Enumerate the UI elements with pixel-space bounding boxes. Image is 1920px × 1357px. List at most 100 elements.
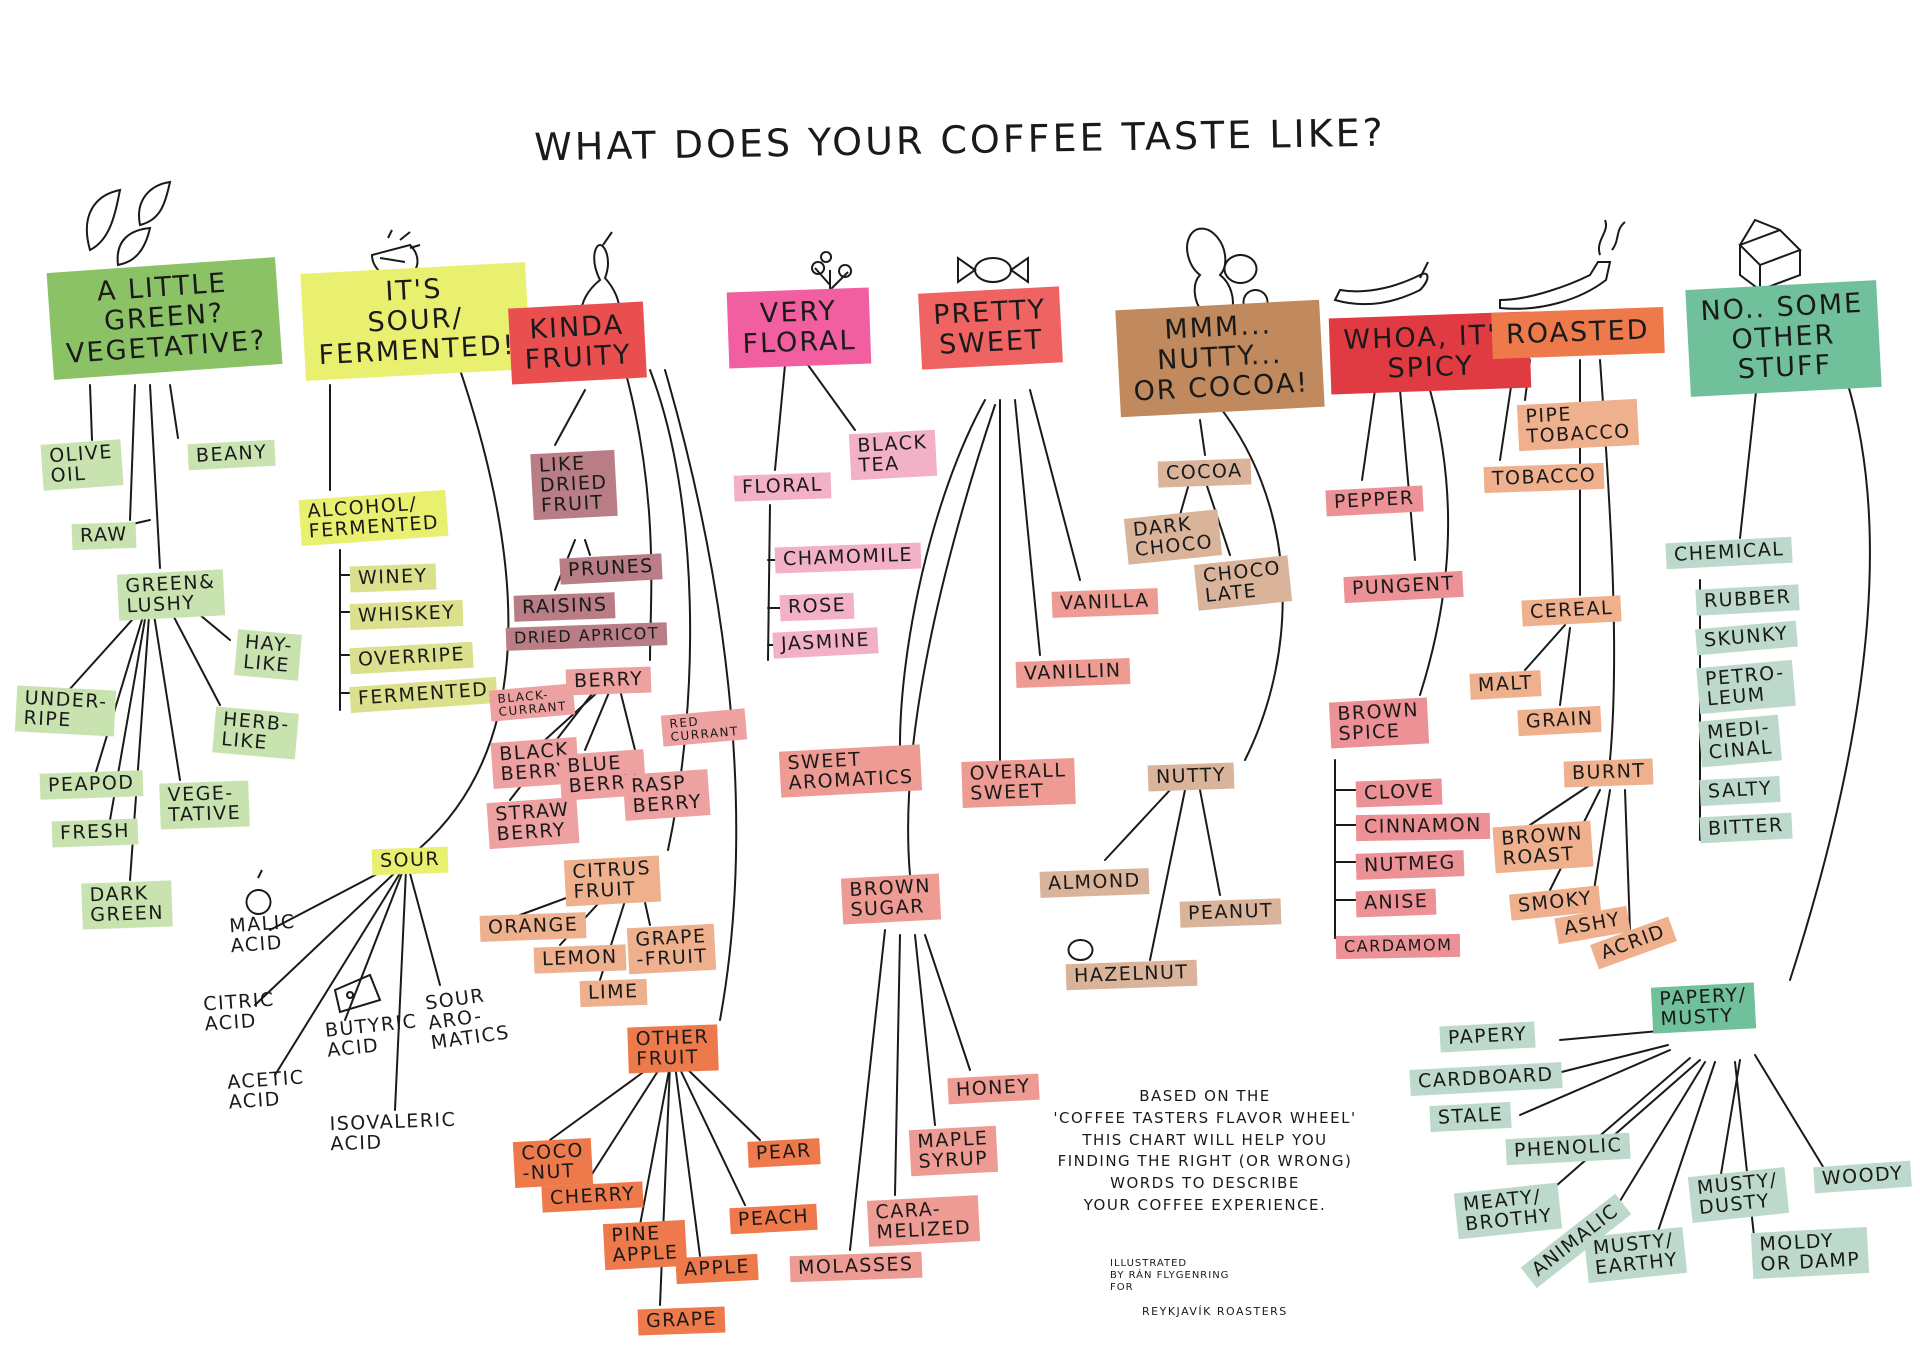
term-papery-musty: PAPERY/ MUSTY — [1650, 982, 1757, 1034]
connector-line — [1754, 1054, 1826, 1171]
connector-line — [1524, 624, 1566, 671]
term-herb-like: HERB- LIKE — [212, 706, 299, 760]
category-sour: IT'S SOUR/ FERMENTED! — [300, 262, 531, 381]
connector-line — [1149, 789, 1186, 961]
connector-line — [807, 364, 856, 431]
connector-line — [584, 539, 591, 556]
connector-line — [767, 504, 771, 661]
term-salty: SALTY — [1699, 775, 1781, 807]
connector-line — [639, 1064, 671, 1226]
connector-line — [1789, 359, 1871, 981]
connector-line — [169, 384, 179, 439]
term-grapefruit: GRAPE -FRUIT — [626, 923, 717, 975]
connector-line — [894, 934, 901, 1196]
term-raisins: RAISINS — [513, 592, 616, 622]
term-underripe: UNDER- RIPE — [14, 685, 117, 737]
term-pear: PEAR — [747, 1138, 821, 1168]
term-maple-syrup: MAPLE SYRUP — [908, 1125, 999, 1177]
connector-line — [924, 934, 971, 1071]
connector-line — [1199, 789, 1221, 896]
term-cherry: CHERRY — [541, 1181, 644, 1213]
connector-line — [849, 929, 886, 1251]
term-chamomile: CHAMOMILE — [774, 542, 922, 574]
connector-line — [549, 1059, 661, 1141]
term-berry: BERRY — [565, 666, 652, 696]
term-dark-choco: DARK CHOCO — [1123, 509, 1223, 565]
term-clove: CLOVE — [1355, 778, 1443, 808]
term-raspberry: RASP BERRY — [622, 769, 711, 821]
term-petroleum: PETRO- LEUM — [1696, 659, 1796, 714]
term-stale: STALE — [1429, 1101, 1512, 1133]
connector-line — [1029, 389, 1081, 581]
term-dark-green: DARK GREEN — [81, 880, 173, 930]
term-jasmine: JASMINE — [772, 627, 879, 659]
connector-line — [1519, 1049, 1671, 1116]
term-winey: WINEY — [349, 563, 437, 593]
term-whiskey: WHISKEY — [349, 600, 464, 630]
term-molasses: MOLASSES — [789, 1251, 922, 1283]
term-lime: LIME — [579, 978, 648, 1008]
category-nutty: MMM... NUTTY... OR COCOA! — [1115, 299, 1325, 417]
connector-line — [1199, 419, 1206, 456]
term-coconut: COCO -NUT — [512, 1137, 594, 1188]
term-grain: GRAIN — [1517, 705, 1603, 737]
term-strawberry: STRAW BERRY — [486, 796, 580, 849]
chili-pepper-icon — [1333, 261, 1429, 306]
term-cereal: CEREAL — [1521, 595, 1622, 627]
term-sour-aromatics: SOUR ARO- MATICS — [423, 984, 512, 1055]
term-acetic: ACETIC ACID — [226, 1066, 306, 1114]
description-note: BASED ON THE 'COFFEE TASTERS FLAVOR WHEE… — [1053, 1087, 1357, 1214]
term-hazelnut: HAZELNUT — [1065, 959, 1198, 991]
connector-line — [659, 1064, 671, 1306]
term-malic: MALIC ACID — [228, 910, 297, 958]
term-raw: RAW — [71, 521, 137, 551]
term-pineapple: PINE APPLE — [602, 1219, 688, 1270]
term-pipe-tobacco: PIPE TOBACCO — [1516, 398, 1640, 451]
category-roasted: ROASTED — [1491, 307, 1665, 360]
term-vanilla: VANILLA — [1051, 588, 1159, 618]
apple-icon — [245, 869, 272, 915]
category-sweet: PRETTY SWEET — [918, 286, 1064, 371]
hazelnut-icon — [1067, 939, 1094, 961]
term-nutty: NUTTY — [1147, 762, 1235, 792]
connector-line — [94, 599, 149, 776]
term-apple: APPLE — [675, 1253, 759, 1285]
connector-line — [1539, 1059, 1701, 1201]
term-bitter: BITTER — [1699, 812, 1793, 844]
term-grape: GRAPE — [637, 1306, 726, 1336]
term-pepper: PEPPER — [1325, 485, 1424, 517]
flower-icon — [811, 251, 853, 305]
connector-line — [624, 369, 653, 661]
term-vanillin: VANILLIN — [1015, 658, 1131, 688]
term-sour: SOUR — [371, 846, 449, 876]
connector-line — [1361, 389, 1376, 481]
term-floral: FLORAL — [733, 472, 832, 502]
term-citric: CITRIC ACID — [202, 988, 276, 1036]
connector-line — [344, 867, 405, 1021]
connector-line — [1624, 789, 1631, 931]
term-brown-roast: BROWN ROAST — [1492, 820, 1594, 874]
term-prunes: PRUNES — [559, 553, 663, 585]
illustrator-credit: ILLUSTRATED BY RÁN FLYGENRING FOR — [1110, 1258, 1230, 1293]
connector-line — [254, 865, 403, 1006]
term-fresh: FRESH — [51, 818, 139, 848]
category-floral: VERY FLORAL — [726, 287, 872, 369]
term-almond: ALMOND — [1039, 868, 1150, 898]
connector-line — [1104, 789, 1171, 861]
connector-line — [677, 1064, 746, 1206]
connector-line — [899, 399, 986, 746]
connector-line — [907, 404, 996, 876]
term-beany: BEANY — [187, 439, 276, 471]
category-other: NO.. SOME OTHER STUFF — [1685, 280, 1882, 397]
candy-icon — [957, 256, 1029, 284]
term-sweet-aromatics: SWEET AROMATICS — [778, 744, 923, 798]
term-nutmeg: NUTMEG — [1355, 850, 1465, 880]
term-cardamom: CARDAMOM — [1335, 933, 1461, 959]
connector-line — [914, 934, 936, 1126]
term-tobacco: TOBACCO — [1483, 462, 1605, 494]
connector-line — [679, 1061, 761, 1141]
connector-line — [674, 1064, 701, 1257]
term-honey: HONEY — [947, 1073, 1040, 1105]
leaves-icon — [85, 180, 172, 267]
